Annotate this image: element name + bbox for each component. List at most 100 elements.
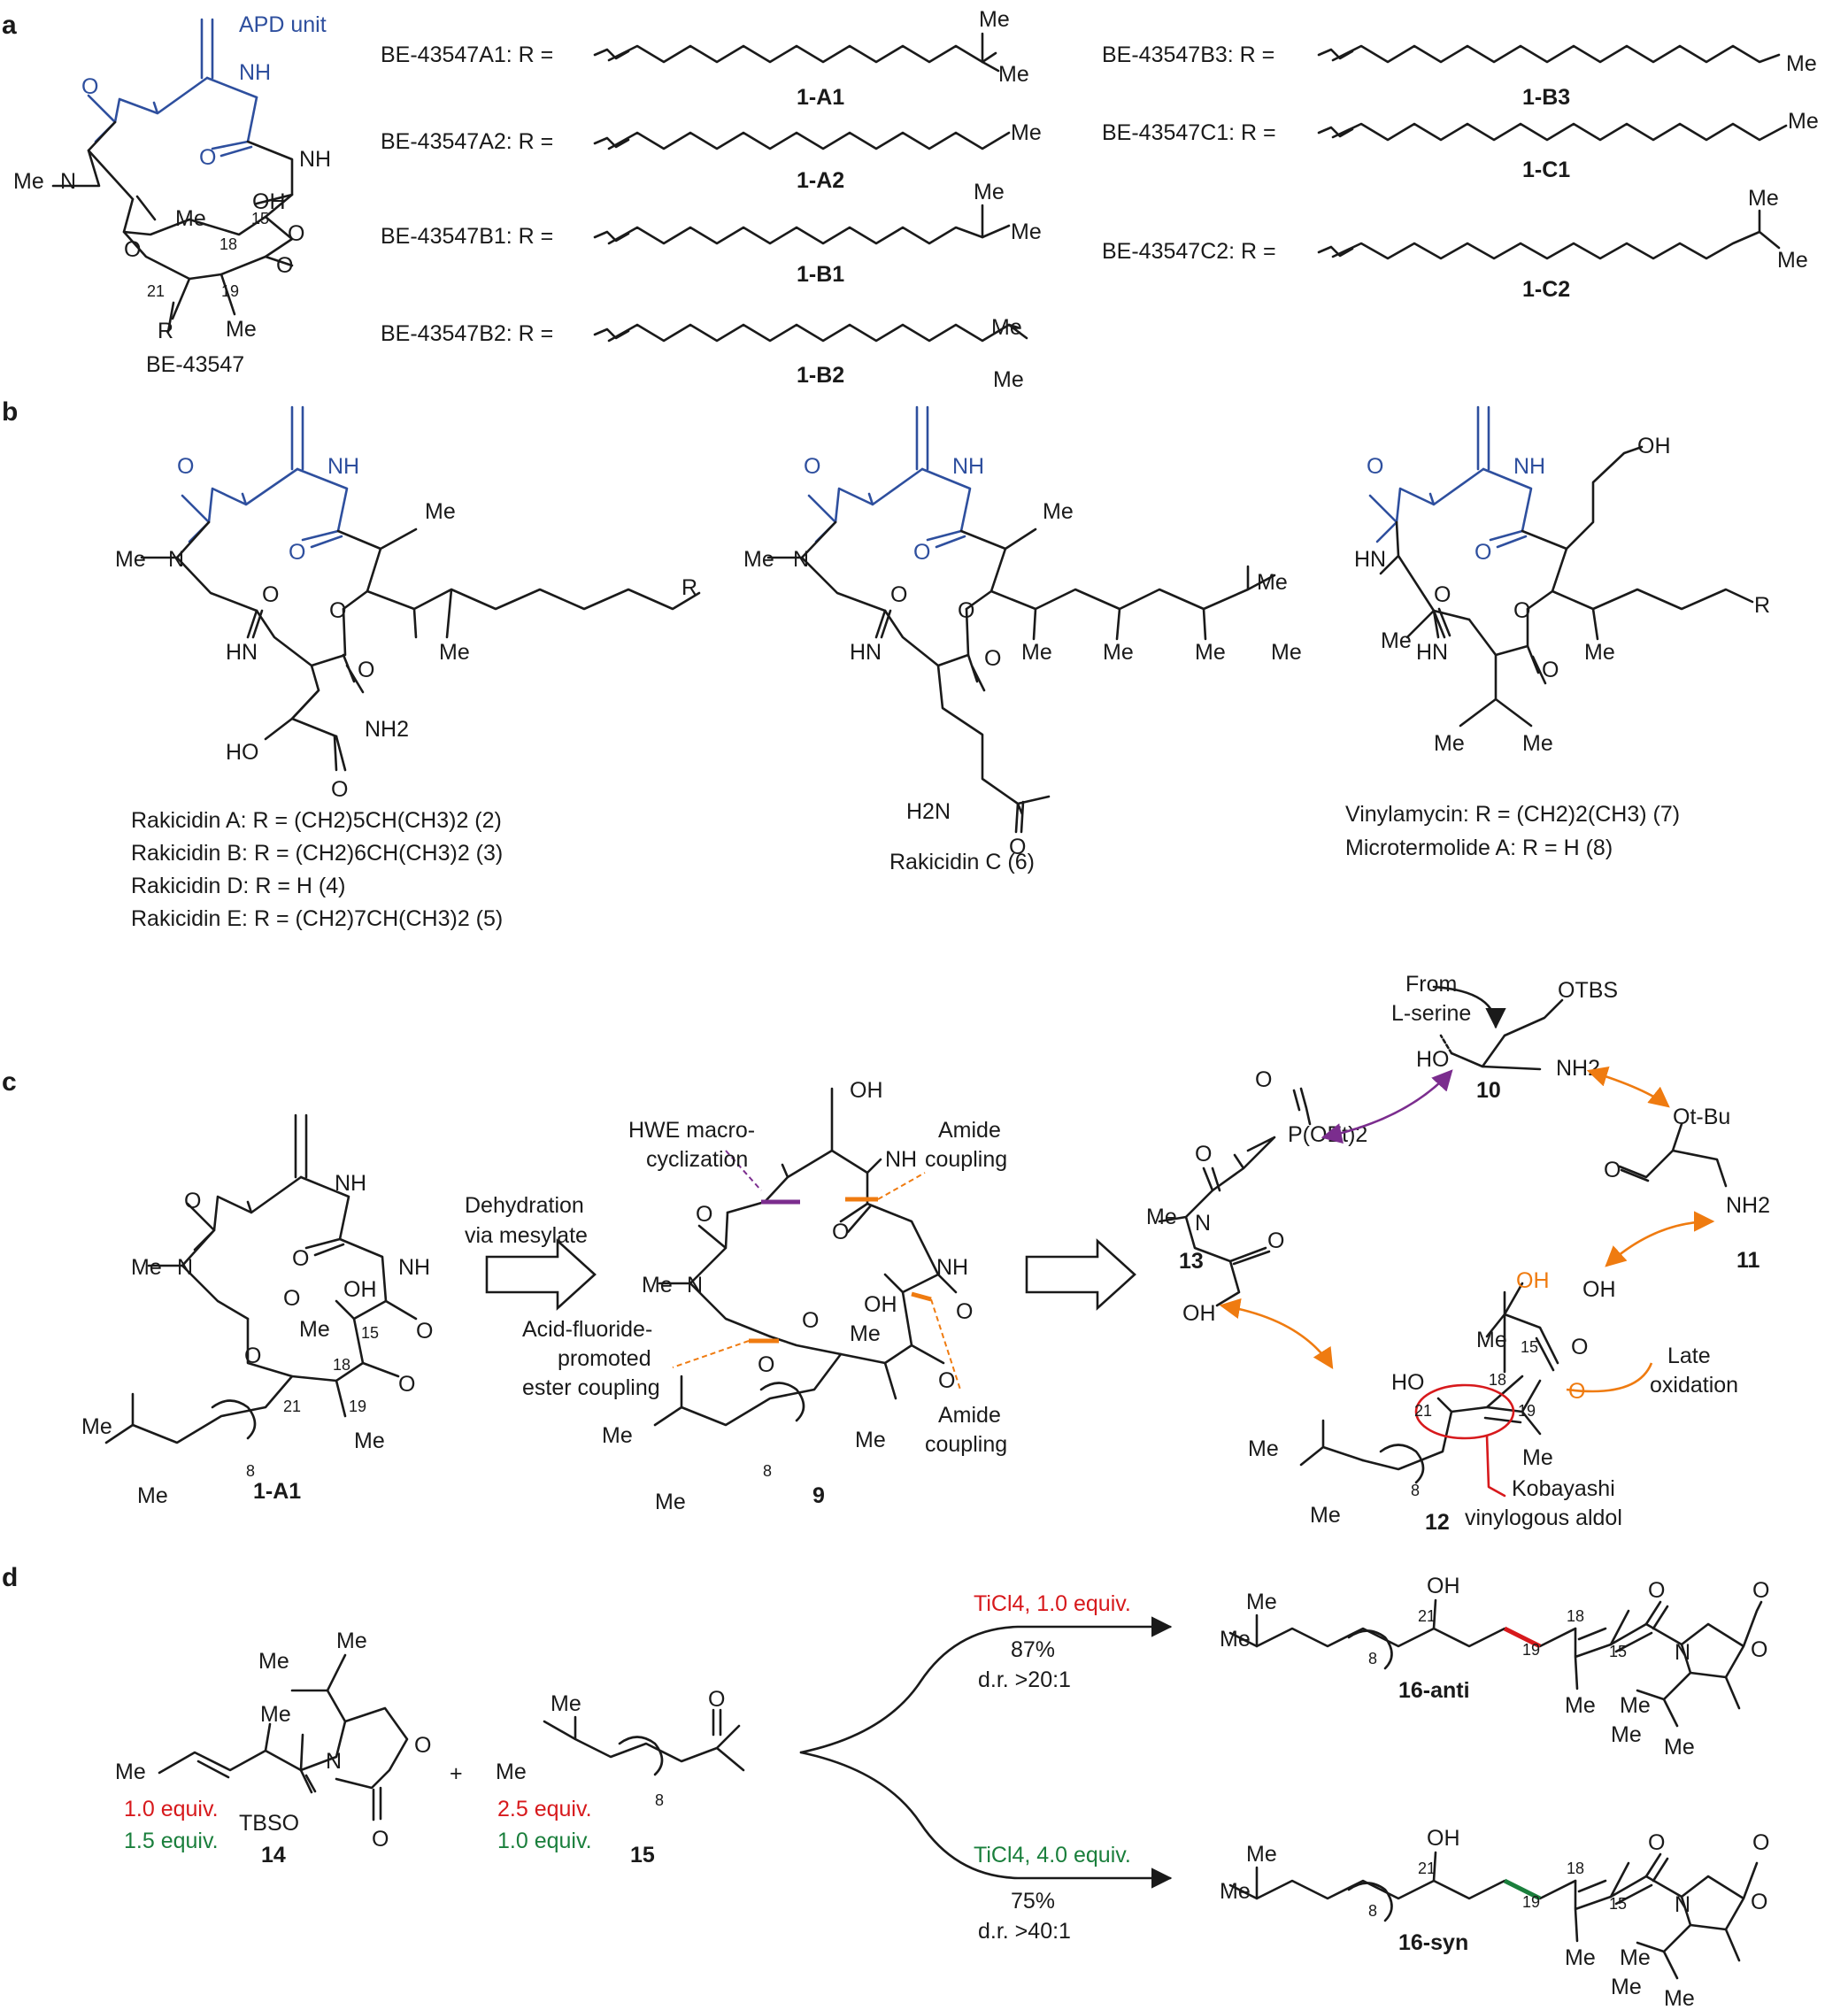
b1-nh2: NH2 bbox=[365, 717, 409, 742]
variant-c2-label: BE-43547C2: R = bbox=[1102, 239, 1276, 264]
apd-unit-label: APD unit bbox=[239, 12, 327, 37]
syn-c21: 21 bbox=[1418, 1860, 1436, 1877]
c10-nh2: NH2 bbox=[1556, 1056, 1600, 1081]
c13-n: N bbox=[1195, 1211, 1211, 1236]
a-o-ester: O bbox=[124, 237, 141, 262]
anti-c21: 21 bbox=[1418, 1607, 1436, 1625]
b1-me-1: Me bbox=[974, 180, 1005, 204]
variant-c1-id: 1-C1 bbox=[1522, 158, 1570, 182]
a2-me: Me bbox=[1011, 120, 1042, 145]
compound-9-label: 9 bbox=[812, 1483, 825, 1508]
c15-o: O bbox=[708, 1687, 725, 1712]
variant-b2: BE-43547B2: R = Me Me 1-B2 bbox=[381, 315, 1028, 392]
hwe-label-2: cyclization bbox=[646, 1147, 748, 1172]
b1-me-n: Me bbox=[115, 547, 146, 572]
hwe-label-1: HWE macro- bbox=[628, 1118, 755, 1143]
c11-otbu: Ot-Bu bbox=[1673, 1105, 1730, 1129]
compound-15-label: 15 bbox=[630, 1843, 655, 1868]
c15-me-2: Me bbox=[496, 1760, 527, 1784]
late-ox-2: oxidation bbox=[1650, 1373, 1738, 1398]
serine-label: L-serine bbox=[1391, 1001, 1471, 1026]
compound-14-structure bbox=[158, 1653, 409, 1821]
a-c19: 19 bbox=[221, 282, 239, 300]
c2-me-2: Me bbox=[1777, 248, 1808, 273]
c9-oh: OH bbox=[850, 1078, 883, 1103]
c14-tbso: TBSO bbox=[239, 1811, 299, 1836]
c-me-2: Me bbox=[1021, 640, 1052, 665]
c9-me-1: Me bbox=[850, 1321, 881, 1346]
bottom-reagent: TiCl4, 4.0 equiv. bbox=[974, 1843, 1131, 1868]
anti-me-b: Me bbox=[1246, 1590, 1277, 1614]
c-me-1: Me bbox=[1043, 499, 1074, 524]
vinylamycin-line: Vinylamycin: R = (CH2)2(CH3) (7) bbox=[1345, 802, 1680, 827]
amide2-label-1: Amide bbox=[938, 1403, 1001, 1428]
amide-cut-mark-2 bbox=[911, 1291, 932, 1302]
anti-c19: 19 bbox=[1522, 1641, 1540, 1659]
a-o-atom-1: O bbox=[81, 74, 98, 99]
anti-oh: OH bbox=[1427, 1574, 1460, 1598]
variant-c2-id: 1-C2 bbox=[1522, 277, 1570, 302]
microtermolide-line: Microtermolide A: R = H (8) bbox=[1345, 836, 1613, 860]
1a1-c18: 18 bbox=[333, 1356, 350, 1374]
b3-me: Me bbox=[1786, 51, 1817, 76]
anti-o-1: O bbox=[1648, 1578, 1665, 1603]
c-o-4: O bbox=[958, 598, 974, 623]
c-o-3: O bbox=[890, 582, 907, 607]
c-o-5: O bbox=[984, 646, 1001, 671]
b1-n: N bbox=[168, 547, 184, 572]
c9-o-2: O bbox=[832, 1220, 849, 1244]
panel-label-b: b bbox=[2, 397, 18, 427]
kobayashi-2: vinylogous aldol bbox=[1465, 1506, 1622, 1530]
syn-o-2: O bbox=[1752, 1830, 1769, 1855]
anti-o-ring: O bbox=[1751, 1637, 1767, 1662]
c11-nh2: NH2 bbox=[1726, 1193, 1770, 1218]
b1-o-4: O bbox=[329, 598, 346, 623]
b1-o-2: O bbox=[289, 540, 305, 565]
retrosynthesis-arrow-2 bbox=[1025, 1238, 1136, 1311]
syn-me-a: Me bbox=[1220, 1879, 1251, 1904]
variant-a1-label: BE-43547A1: R = bbox=[381, 42, 553, 67]
c9-o-3: O bbox=[802, 1308, 819, 1333]
c14-o-carbonyl: O bbox=[372, 1827, 389, 1852]
b1-o-6: O bbox=[331, 777, 348, 802]
c12-me-19: Me bbox=[1522, 1445, 1553, 1470]
bottom-yield: 75% bbox=[1011, 1889, 1055, 1914]
variant-b3: BE-43547B3: R = Me 1-B3 bbox=[1102, 42, 1817, 110]
c9-me-n: Me bbox=[642, 1273, 673, 1298]
1a1-c19: 19 bbox=[349, 1398, 366, 1415]
amide1-label-1: Amide bbox=[938, 1118, 1001, 1143]
compound-10-structure bbox=[1439, 998, 1564, 1071]
anti-c18: 18 bbox=[1567, 1607, 1584, 1625]
variant-b2-id: 1-B2 bbox=[797, 363, 844, 388]
a1-me-1: Me bbox=[979, 7, 1010, 32]
c14-me: Me bbox=[260, 1702, 291, 1727]
c14-me-ipr-2: Me bbox=[336, 1629, 367, 1653]
syn-oh: OH bbox=[1427, 1826, 1460, 1851]
panel-label-a: a bbox=[2, 11, 17, 40]
1a1-me-b: Me bbox=[137, 1483, 168, 1508]
compound-9-structure bbox=[653, 1087, 958, 1427]
b2-me-1: Me bbox=[991, 315, 1022, 340]
a1-me-2: Me bbox=[998, 62, 1029, 87]
v-me-3: Me bbox=[1434, 731, 1465, 756]
anti-me-a: Me bbox=[1220, 1627, 1251, 1652]
variant-b3-label: BE-43547B3: R = bbox=[1102, 42, 1274, 67]
c-me-3: Me bbox=[1103, 640, 1134, 665]
bottom-dr: d.r. >40:1 bbox=[978, 1919, 1071, 1944]
anti-bond-highlight bbox=[1503, 1626, 1542, 1649]
b1-o-5: O bbox=[358, 658, 374, 682]
syn-num8: 8 bbox=[1368, 1902, 1377, 1920]
syn-c19: 19 bbox=[1522, 1893, 1540, 1911]
b1-o-3: O bbox=[262, 582, 279, 607]
anti-o-2: O bbox=[1752, 1578, 1769, 1603]
v-hn-2: HN bbox=[1416, 640, 1448, 665]
c-n: N bbox=[793, 547, 809, 572]
anti-me-ipr-3: Me bbox=[1664, 1735, 1695, 1760]
a-oh: OH bbox=[252, 189, 286, 214]
1a1-nh-2: NH bbox=[398, 1255, 430, 1280]
top-reagent: TiCl4, 1.0 equiv. bbox=[974, 1591, 1131, 1616]
ester-label-3: ester coupling bbox=[522, 1375, 660, 1400]
c9-o-6: O bbox=[758, 1352, 774, 1377]
arrow1-text-1: Dehydration bbox=[465, 1193, 584, 1218]
c-o-6: O bbox=[1009, 835, 1026, 859]
